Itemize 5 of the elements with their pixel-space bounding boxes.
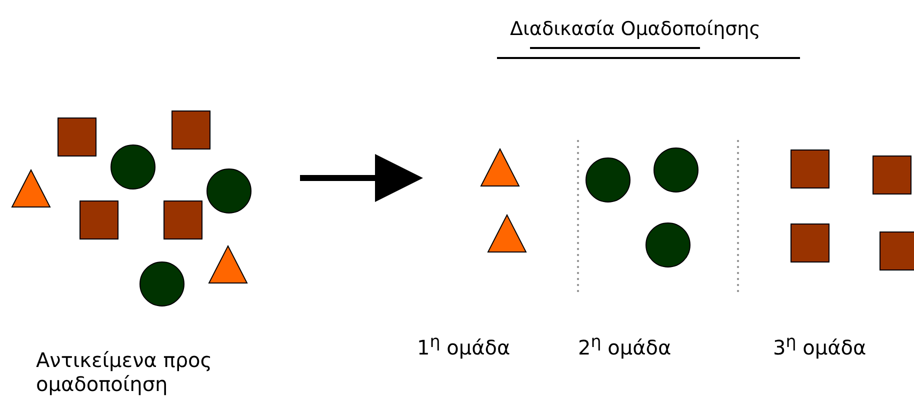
caption-text: Αντικείμενα προς ομαδοποίηση	[36, 348, 213, 396]
title: Διαδικασία Ομαδοποίησης	[510, 17, 760, 41]
group-label: 1$^{η}$ ομάδα	[417, 331, 510, 360]
group-label: 2$^{η}$ ομάδα	[578, 331, 672, 360]
group-label: 3$^{η}$ ομάδα	[773, 331, 866, 360]
